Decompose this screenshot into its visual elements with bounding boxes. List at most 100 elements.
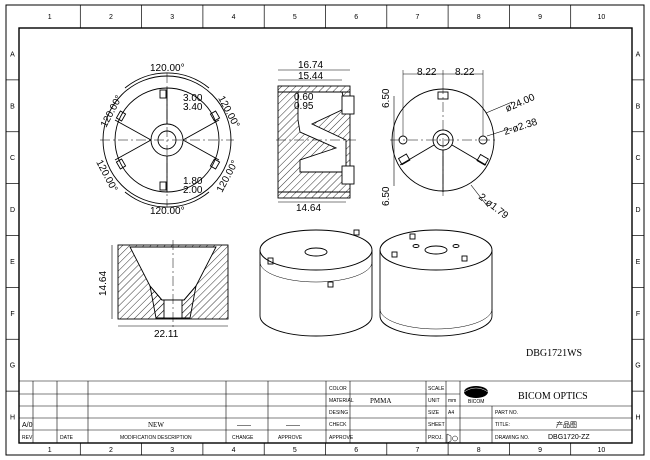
grid-col-top-4: 4 [232, 14, 236, 21]
change-dash: —— [237, 422, 251, 429]
grid-col-top-10: 10 [597, 14, 605, 21]
grid-col-top-9: 9 [538, 14, 542, 21]
grid-col-bottom-10: 10 [597, 447, 605, 454]
grid-col-bottom-4: 4 [232, 447, 236, 454]
grid-row-right-C: C [635, 155, 640, 162]
grid-row-left-B: B [10, 103, 15, 110]
color-label: COLOR [329, 386, 347, 392]
section-base-width: 14.64 [296, 203, 321, 214]
back-height-top: 6.50 [381, 88, 392, 108]
outer-border [5, 4, 645, 456]
header-rev: REV [22, 435, 33, 441]
rev-value: A/0 [22, 422, 33, 429]
grid-row-left-H: H [10, 415, 15, 422]
side-height: 14.64 [98, 271, 109, 296]
iso-view-front [259, 229, 373, 337]
grid-col-bottom-9: 9 [538, 447, 542, 454]
front-right-angle: 120.00° [215, 94, 241, 130]
header-change: CHANGE [232, 435, 254, 441]
back-diameter: ø24.00 [504, 92, 537, 115]
grid-row-right-B: B [636, 103, 641, 110]
size-value: A4 [448, 410, 454, 416]
section-step-b: 0.95 [294, 101, 314, 112]
grid-col-bottom-1: 1 [48, 447, 52, 454]
grid-col-top-8: 8 [477, 14, 481, 21]
side-view [111, 240, 229, 328]
back-height-bottom: 6.50 [381, 186, 392, 206]
new-value: NEW [148, 421, 164, 429]
grid-row-right-G: G [635, 363, 640, 370]
grid-row-right-A: A [636, 51, 641, 58]
side-width: 22.11 [154, 329, 179, 340]
grid-col-bottom-5: 5 [293, 447, 297, 454]
grid-row-left-E: E [10, 259, 15, 266]
front-slot-a: 3.00 [183, 93, 203, 104]
title-block-lines [19, 380, 632, 443]
section-width-inner: 15.44 [298, 71, 323, 82]
back-pins: 2-ø1.79 [476, 192, 510, 222]
grid-ticks [6, 5, 644, 455]
unit-label: UNIT [428, 398, 440, 404]
grid-row-left-C: C [10, 155, 15, 162]
grid-col-bottom-3: 3 [170, 447, 174, 454]
scale-label: SCALE [428, 386, 445, 392]
header-approve: APPROVE [278, 435, 303, 441]
front-slot-d: 2.00 [183, 185, 203, 196]
front-top-angle: 120.00° [150, 63, 185, 74]
company-name: BICOM OPTICS [518, 391, 588, 402]
design-label: DESING [329, 410, 348, 416]
grid-col-top-3: 3 [170, 14, 174, 21]
iso-view-back [379, 229, 493, 337]
grid-col-top-5: 5 [293, 14, 297, 21]
part-no-label: PART NO. [495, 410, 518, 416]
back-holes: 2-ø2.38 [503, 117, 540, 138]
grid-row-right-F: F [636, 311, 640, 318]
grid-col-top-1: 1 [48, 14, 52, 21]
material-value: PMMA [370, 397, 391, 405]
grid-col-bottom-8: 8 [477, 447, 481, 454]
front-slot-c: 1.80 [183, 176, 203, 187]
section-step-a: 0.60 [294, 92, 314, 103]
sheet-label: SHEET [428, 422, 445, 428]
grid-col-bottom-6: 6 [354, 447, 358, 454]
drawing-no-value: DBG1720-ZZ [548, 434, 590, 441]
section-view [276, 69, 356, 203]
grid-col-top-7: 7 [415, 14, 419, 21]
grid-col-bottom-7: 7 [415, 447, 419, 454]
front-view [100, 72, 234, 208]
grid-row-right-H: H [635, 415, 640, 422]
projection-symbol-icon [446, 433, 458, 444]
size-label: SIZE [428, 410, 440, 416]
back-offset-right: 8.22 [455, 67, 475, 78]
grid-col-top-6: 6 [354, 14, 358, 21]
grid-row-left-A: A [10, 51, 15, 58]
title-value: 产品图 [556, 420, 577, 429]
grid-row-right-D: D [635, 207, 640, 214]
back-offset-left: 8.22 [417, 67, 437, 78]
grid-row-left-D: D [10, 207, 15, 214]
part-code: DBG1721WS [526, 348, 582, 359]
bicom-logo-icon [463, 386, 489, 398]
material-label: MATERIAL [329, 398, 354, 404]
drawing-no-label: DRAWING NO. [495, 435, 529, 441]
front-bottom-left-angle: 120.00° [93, 158, 119, 194]
approve-label: APPROVE [329, 435, 354, 441]
grid-row-left-G: G [10, 363, 15, 370]
section-width-outer: 16.74 [298, 60, 323, 71]
proj-label: PROJ. [428, 435, 443, 441]
front-slot-b: 3.40 [183, 102, 203, 113]
front-bottom-angle: 120.00° [150, 206, 185, 217]
grid-col-bottom-2: 2 [109, 447, 113, 454]
check-label: CHECK [329, 422, 347, 428]
header-date: DATE [60, 435, 74, 441]
unit-value: mm [448, 398, 456, 404]
grid-col-top-2: 2 [109, 14, 113, 21]
grid-row-right-E: E [636, 259, 641, 266]
title-label: TITLE: [495, 422, 510, 428]
back-view [390, 70, 513, 208]
header-modification: MODIFICATION DESCRIPTION [120, 435, 192, 441]
logo-text: BICOM [468, 399, 484, 405]
approve-dash: —— [286, 422, 300, 429]
